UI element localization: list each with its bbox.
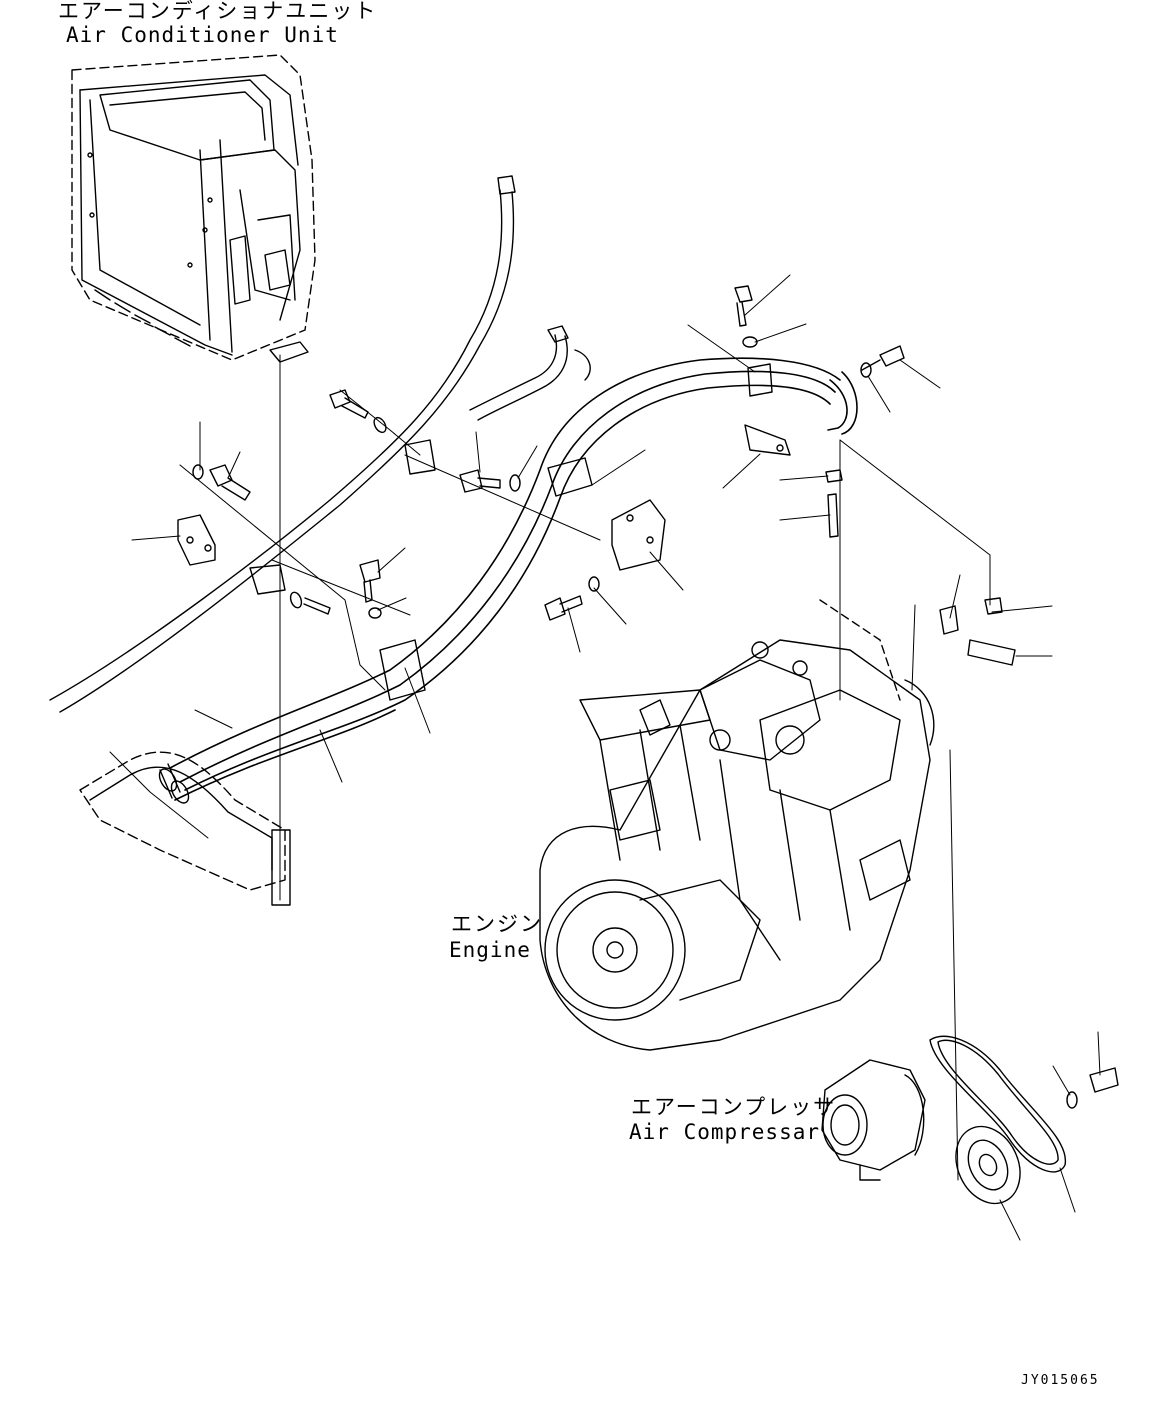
air-conditioner-unit-label-jp: エアーコンディショナユニット [58,0,378,23]
engine-label-jp: エンジン [451,912,543,936]
engine-label-en: Engine [449,938,531,962]
brackets [178,425,790,594]
air-conditioner-unit-label-en: Air Conditioner Unit [66,23,339,47]
leader-lines [110,275,1100,1240]
drawing-code: JY015065 [1021,1373,1100,1388]
belt-pulley [930,1036,1065,1214]
air-compressor [822,1060,925,1180]
air-compressor-label-en: Air Compressar [629,1120,821,1144]
engine [540,600,934,1050]
air-conditioner-unit [72,55,315,362]
air-compressor-label-jp: エアーコンプレッサ [631,1095,837,1119]
hoses [156,358,857,806]
refrigerant-lines [50,176,590,905]
fasteners [193,286,1118,1108]
